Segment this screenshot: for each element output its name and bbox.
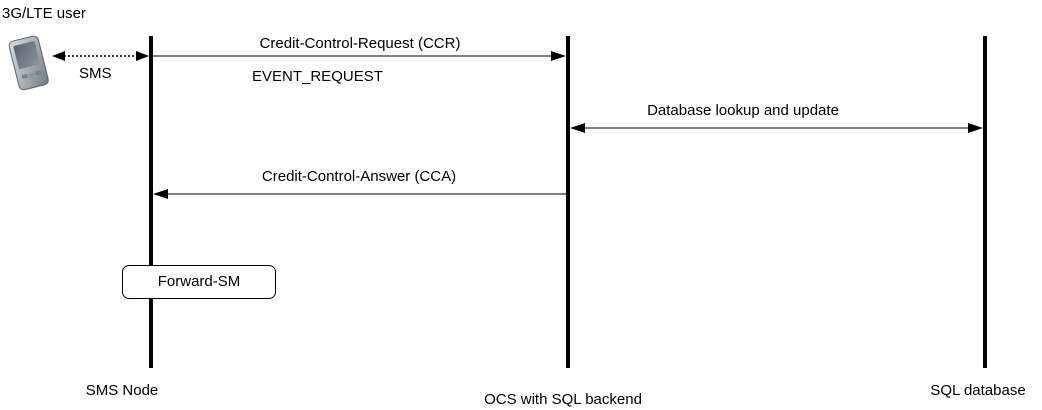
cca-label: Credit-Control-Answer (CCA)	[261, 168, 457, 185]
db-lookup-label: Database lookup and update	[647, 102, 839, 119]
lifeline-label-sql-database: SQL database	[930, 382, 1026, 399]
db-lookup-arrow	[570, 123, 983, 133]
pda-phone-icon	[8, 35, 49, 91]
lifeline-ocs	[566, 36, 570, 368]
lifeline-sms-node	[149, 36, 153, 368]
sms-link-arrow	[52, 51, 149, 61]
ccr-event-type: EVENT_REQUEST	[252, 68, 383, 85]
user-title: 3G/LTE user	[2, 5, 86, 22]
lifeline-label-sms-node: SMS Node	[85, 382, 159, 399]
lifeline-sql-database	[983, 36, 987, 368]
forward-sm-box: Forward-SM	[122, 265, 276, 299]
ccr-arrow	[153, 51, 566, 61]
cca-arrow	[153, 189, 566, 199]
ccr-label: Credit-Control-Request (CCR)	[259, 35, 461, 52]
sms-link-label: SMS	[79, 65, 112, 82]
forward-sm-label: Forward-SM	[157, 273, 241, 290]
lifeline-label-ocs: OCS with SQL backend	[484, 391, 642, 408]
